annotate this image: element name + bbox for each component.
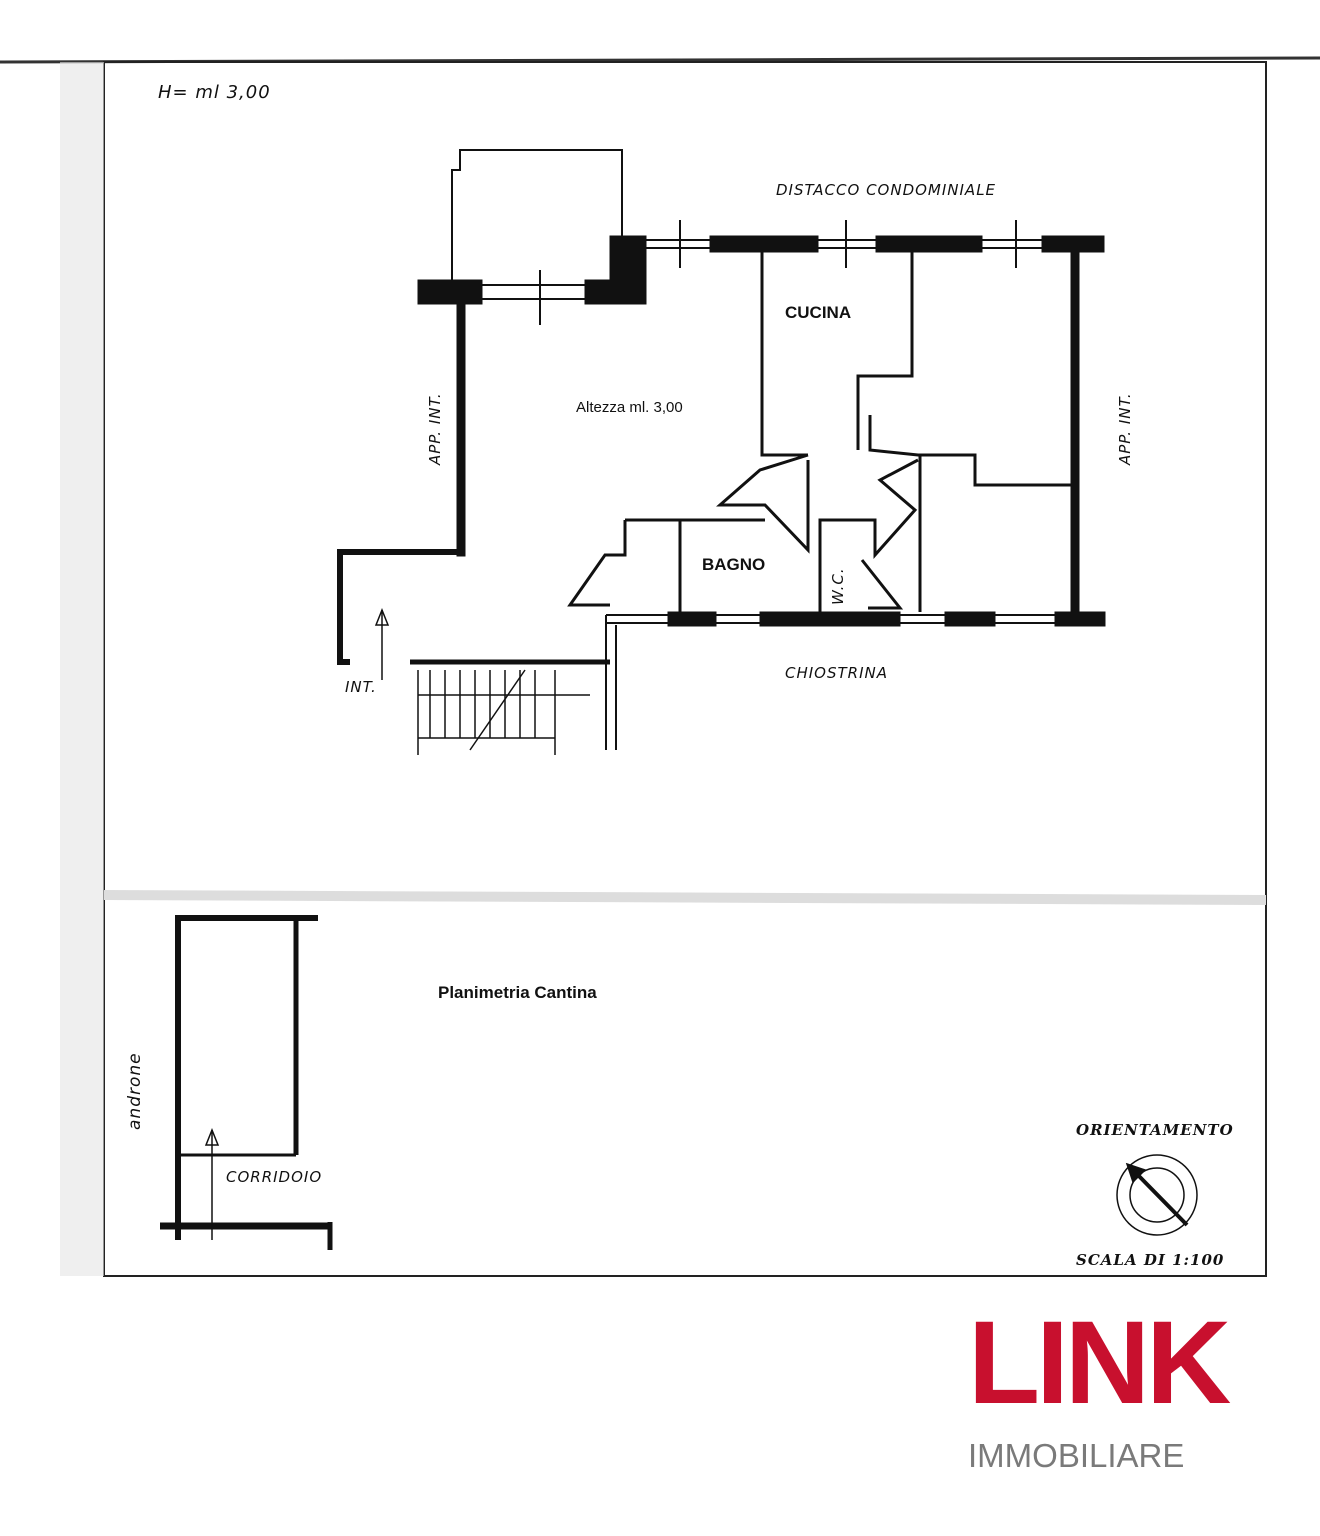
room-bagno-label: BAGNO: [702, 555, 765, 574]
app-int-right-label: APP. INT.: [1116, 392, 1134, 466]
chiostrina-label: CHIOSTRINA: [785, 664, 888, 682]
fold-line: [103, 890, 1267, 905]
altezza-label: Altezza ml. 3,00: [576, 399, 683, 416]
link-immobiliare-logo: LINK IMMOBILIARE: [968, 1296, 1268, 1475]
logo-subtitle: IMMOBILIARE: [968, 1436, 1185, 1474]
corridoio-label: CORRIDOIO: [226, 1168, 322, 1186]
compass-icon: [1116, 1154, 1198, 1236]
scale-label: SCALA DI 1:100: [1076, 1251, 1224, 1269]
room-wc-label: W.C.: [829, 567, 847, 605]
apartment-walls: [337, 149, 1106, 755]
height-note: H= ml 3,00: [158, 82, 271, 103]
androne-label: androne: [125, 1052, 145, 1130]
app-int-left-label: APP. INT.: [426, 392, 444, 466]
room-cucina-label: CUCINA: [785, 303, 851, 322]
cantina-title: Planimetria Cantina: [438, 983, 597, 1002]
distacco-label: DISTACCO CONDOMINIALE: [776, 181, 996, 199]
orientamento-label: ORIENTAMENTO: [1076, 1121, 1234, 1139]
logo-brand: LINK: [968, 1297, 1231, 1429]
entrance-int-label: INT.: [345, 678, 377, 696]
cantina-walls: [160, 915, 333, 1250]
scan-edge: [60, 62, 104, 1276]
